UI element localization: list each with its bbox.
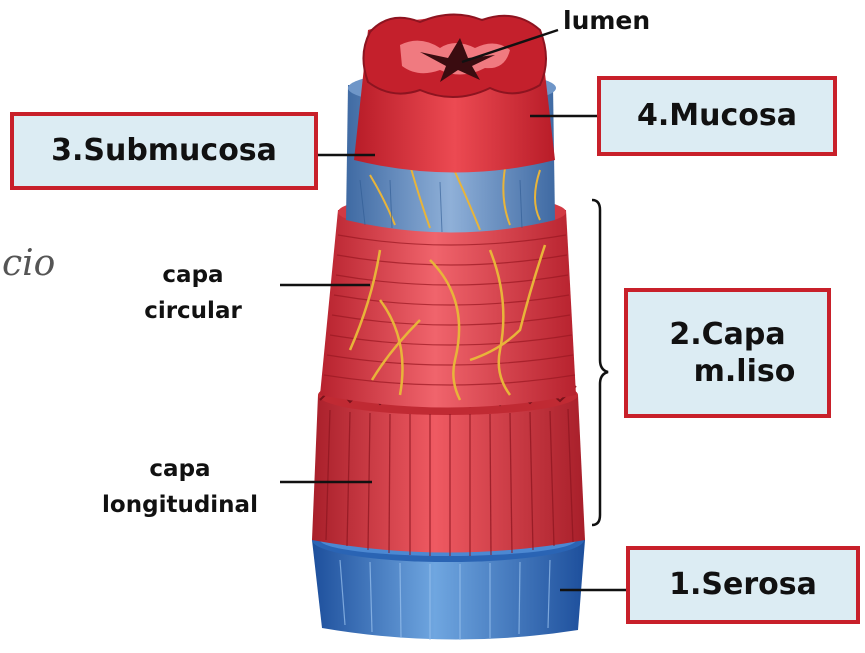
longitudinal-label-line1: capa [74,452,286,488]
serosa-label: 1.Serosa [669,566,817,604]
smooth-muscle-label-line2: m.liso [660,353,796,391]
mucosa-layer [354,14,555,172]
serosa-label-box: 1.Serosa [626,546,860,624]
muscle-layer-bracket [592,200,608,525]
submucosa-label: 3.Submucosa [51,132,277,170]
circular-label-line1: capa [98,258,288,294]
partial-handwritten-text: cio [2,236,55,292]
circular-label-line2: circular [98,294,288,330]
smooth-muscle-label-line1: 2.Capa [660,316,796,354]
longitudinal-label-line2: longitudinal [74,488,286,524]
mucosa-label-box: 4.Mucosa [597,76,837,156]
submucosa-label-box: 3.Submucosa [10,112,318,190]
smooth-muscle-label-box: 2.Capa m.liso [624,288,831,418]
lumen-label: lumen [563,6,650,36]
circular-layer-label: capa circular [98,258,288,329]
mucosa-label: 4.Mucosa [637,97,797,135]
longitudinal-layer-label: capa longitudinal [74,452,286,523]
